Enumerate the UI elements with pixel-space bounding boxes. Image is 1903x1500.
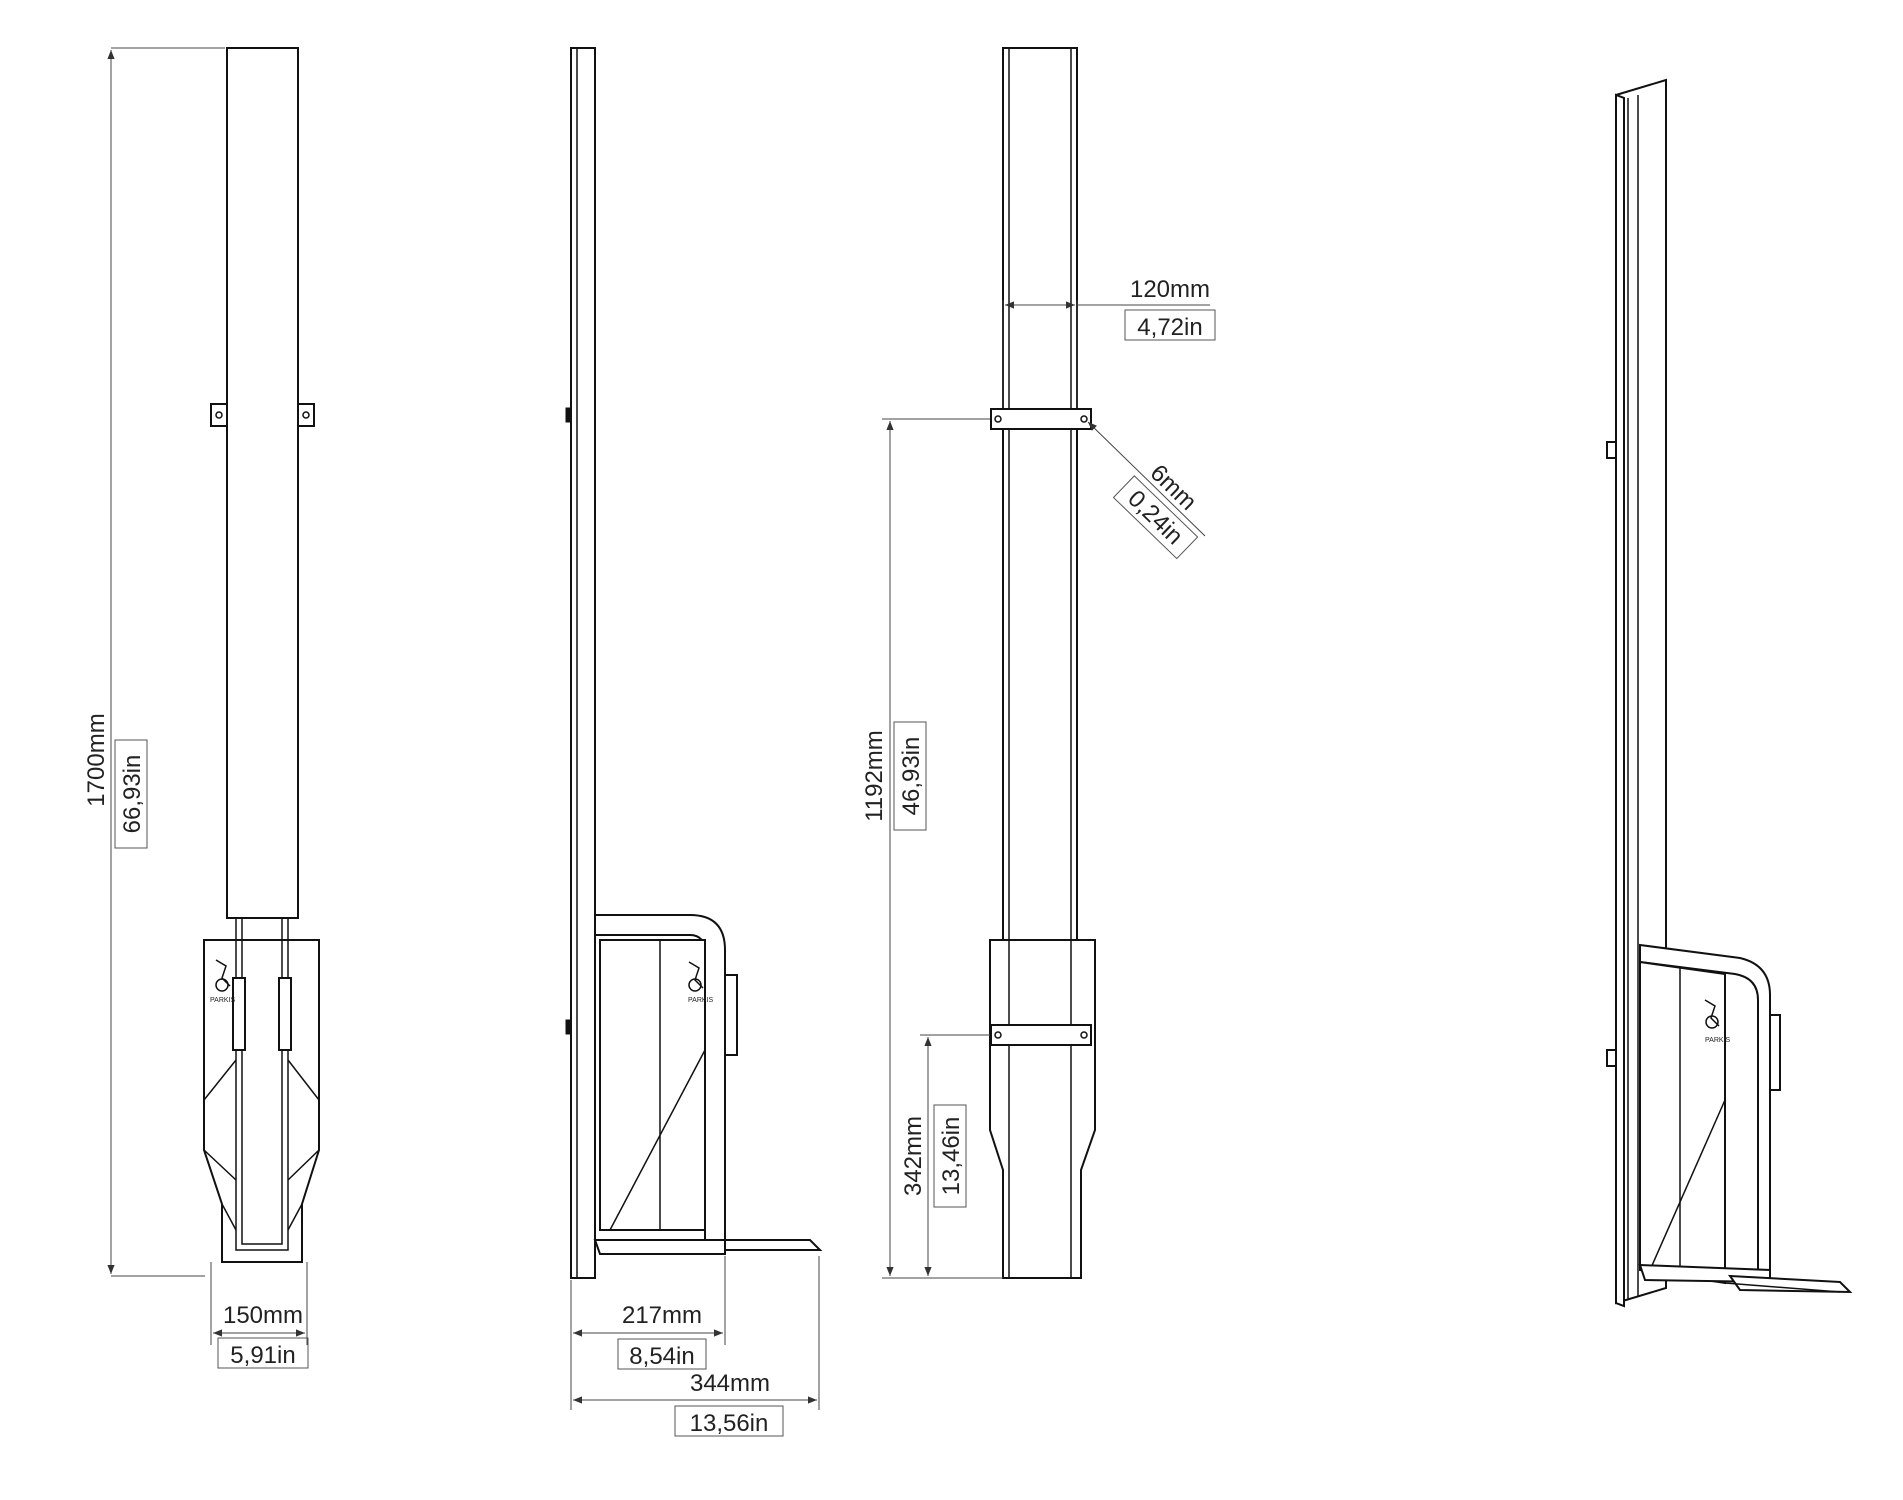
front-logo: PARKIS [210, 959, 235, 1004]
dim-bracket-upper-mm: 1192mm [861, 730, 888, 822]
iso-logo: PARKIS [1704, 999, 1730, 1044]
dim-width-mm: 150mm [223, 1302, 303, 1329]
svg-text:PARKIS: PARKIS [1705, 1037, 1730, 1044]
dim-total-depth-mm: 344mm [690, 1370, 770, 1397]
front-view: PARKIS 1700mm 66,93in 150mm 5,91in [83, 47, 320, 1369]
dim-bracket-upper-in: 46,93in [898, 737, 925, 816]
dim-bracket-lower-mm: 342mm [900, 1116, 927, 1196]
side-post [570, 47, 596, 1279]
front-post [226, 47, 299, 919]
back-bracket-upper [990, 408, 1092, 430]
dim-bracket-lower-in: 13,46in [938, 1117, 965, 1196]
side-base-plate [593, 1239, 726, 1255]
back-bracket-lower [990, 1024, 1092, 1046]
iso-extension [1727, 1274, 1853, 1294]
svg-text:PARKIS: PARKIS [688, 997, 713, 1004]
isometric-view: PARKIS [1606, 78, 1853, 1308]
back-base-housing [989, 939, 1096, 1279]
dim-post-width-mm: 120mm [1130, 276, 1210, 303]
dim-post-width-in: 4,72in [1137, 314, 1202, 341]
svg-text:PARKIS: PARKIS [210, 997, 235, 1004]
front-bracket-right [297, 403, 315, 427]
side-view: PARKIS 217mm 8,54in 344mm 13,56in [565, 47, 823, 1437]
dim-total-depth-in: 13,56in [690, 1410, 769, 1437]
dim-height-mm: 1700mm [83, 713, 110, 806]
back-view: 120mm 4,72in 6mm 0,24in 1192mm 46,93in 3… [861, 47, 1216, 1279]
side-extension [724, 1239, 823, 1251]
dim-height-in: 66,93in [119, 755, 146, 834]
dim-base-depth-mm: 217mm [622, 1302, 702, 1329]
side-basket [599, 939, 706, 1231]
dim-width-in: 5,91in [230, 1342, 295, 1369]
front-base-housing [203, 939, 320, 1263]
dim-base-depth-in: 8,54in [629, 1343, 694, 1370]
side-logo: PARKIS [688, 961, 713, 1004]
front-bracket-left [210, 403, 228, 427]
